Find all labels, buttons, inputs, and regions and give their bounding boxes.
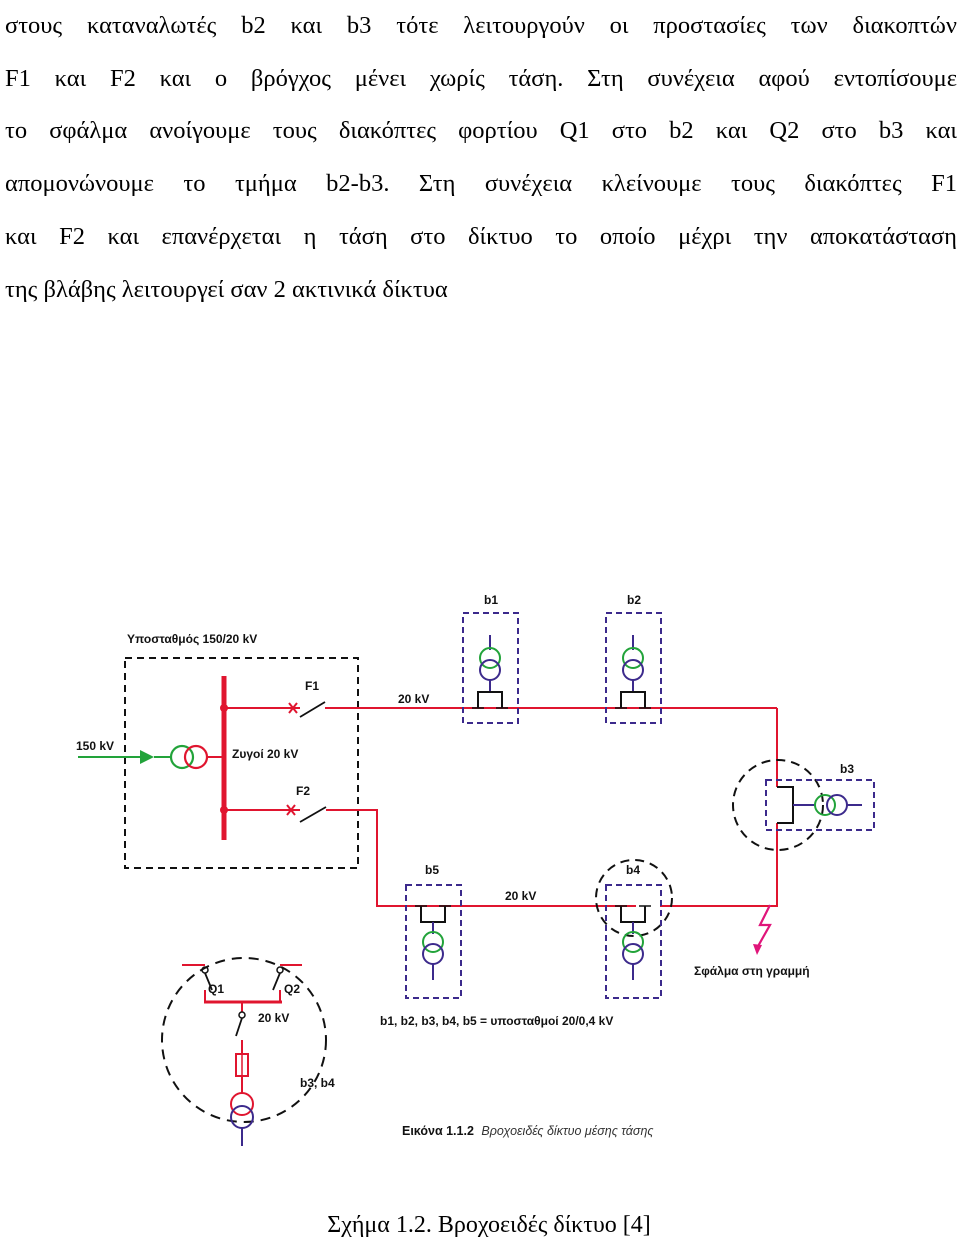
detail-q2-label: Q2 [284, 982, 300, 996]
station-b3-label: b3 [840, 762, 854, 776]
detail-switchgear [161, 957, 327, 1146]
substation-b4: b4 [595, 859, 673, 999]
breaker-f1-label: F1 [305, 679, 319, 693]
station-b4-label: b4 [626, 863, 640, 877]
paragraph-line: F1 και F2 και ο βρόγχος μένει χωρίς τάση… [5, 64, 957, 92]
stations-legend: b1, b2, b3, b4, b5 = υποσταθμοί 20/0,4 k… [380, 1014, 613, 1028]
substation-label: Υποσταθμός 150/20 kV [127, 632, 257, 646]
paragraph-line: και F2 και επανέρχεται η τάση στο δίκτυο… [5, 222, 957, 250]
station-b1-label: b1 [484, 593, 498, 607]
main-transformer-hv-icon [169, 744, 195, 770]
substation-b3: b3 [732, 759, 875, 851]
detail-stations-label: b3, b4 [300, 1076, 335, 1090]
inner-caption: Εικόνα 1.1.2 Βροχοειδές δίκτυο μέσης τάσ… [402, 1124, 654, 1138]
substation-b1: b1 [462, 593, 519, 724]
breaker-f1-icon [288, 701, 326, 718]
paragraph-line: απομονώνουμε το τμήμα b2-b3. Στη συνέχει… [5, 170, 957, 198]
substation-box [124, 657, 359, 869]
main-transformer-lv-icon [183, 744, 209, 770]
input-voltage-label: 150 kV [76, 739, 114, 753]
ring-bottom-line [326, 809, 636, 907]
station-b5-label: b5 [425, 863, 439, 877]
hv-input-arrow [140, 750, 154, 764]
breaker-f2-label: F2 [296, 784, 310, 798]
paragraph-line: το σφάλμα ανοίγουμε τους διακόπτες φορτί… [5, 117, 957, 145]
station-b2-label: b2 [627, 593, 641, 607]
line-voltage-top: 20 kV [398, 692, 429, 706]
fault-lightning-icon [753, 904, 772, 955]
inner-caption-text: Βροχοειδές δίκτυο μέσης τάσης [481, 1124, 654, 1138]
detail-voltage-label: 20 kV [258, 1011, 289, 1025]
figure-caption: Σχήμα 1.2. Βροχοειδές δίκτυο [4] [327, 1212, 651, 1238]
paragraph-line: της βλάβης λειτουργεί σαν 2 ακτινικά δίκ… [5, 275, 448, 303]
breaker-f2-icon [286, 804, 327, 823]
fault-label: Σφάλμα στη γραμμή [694, 964, 810, 978]
ring-network-diagram: Υποσταθμός 150/20 kV 150 kV Ζυγοί 20 kV … [76, 593, 875, 1146]
line-voltage-bottom: 20 kV [505, 889, 536, 903]
body-paragraph: στους καταναλωτές b2 και b3 τότε λειτουρ… [5, 0, 957, 316]
substation-b5: b5 [405, 863, 462, 999]
busbar-label: Ζυγοί 20 kV [232, 747, 298, 761]
detail-q1-label: Q1 [208, 982, 224, 996]
ring-right-bottom [660, 823, 778, 907]
inner-caption-number: Εικόνα 1.1.2 [402, 1124, 474, 1138]
paragraph-line: στους καταναλωτές b2 και b3 τότε λειτουρ… [5, 12, 957, 39]
substation-b2: b2 [605, 593, 662, 724]
